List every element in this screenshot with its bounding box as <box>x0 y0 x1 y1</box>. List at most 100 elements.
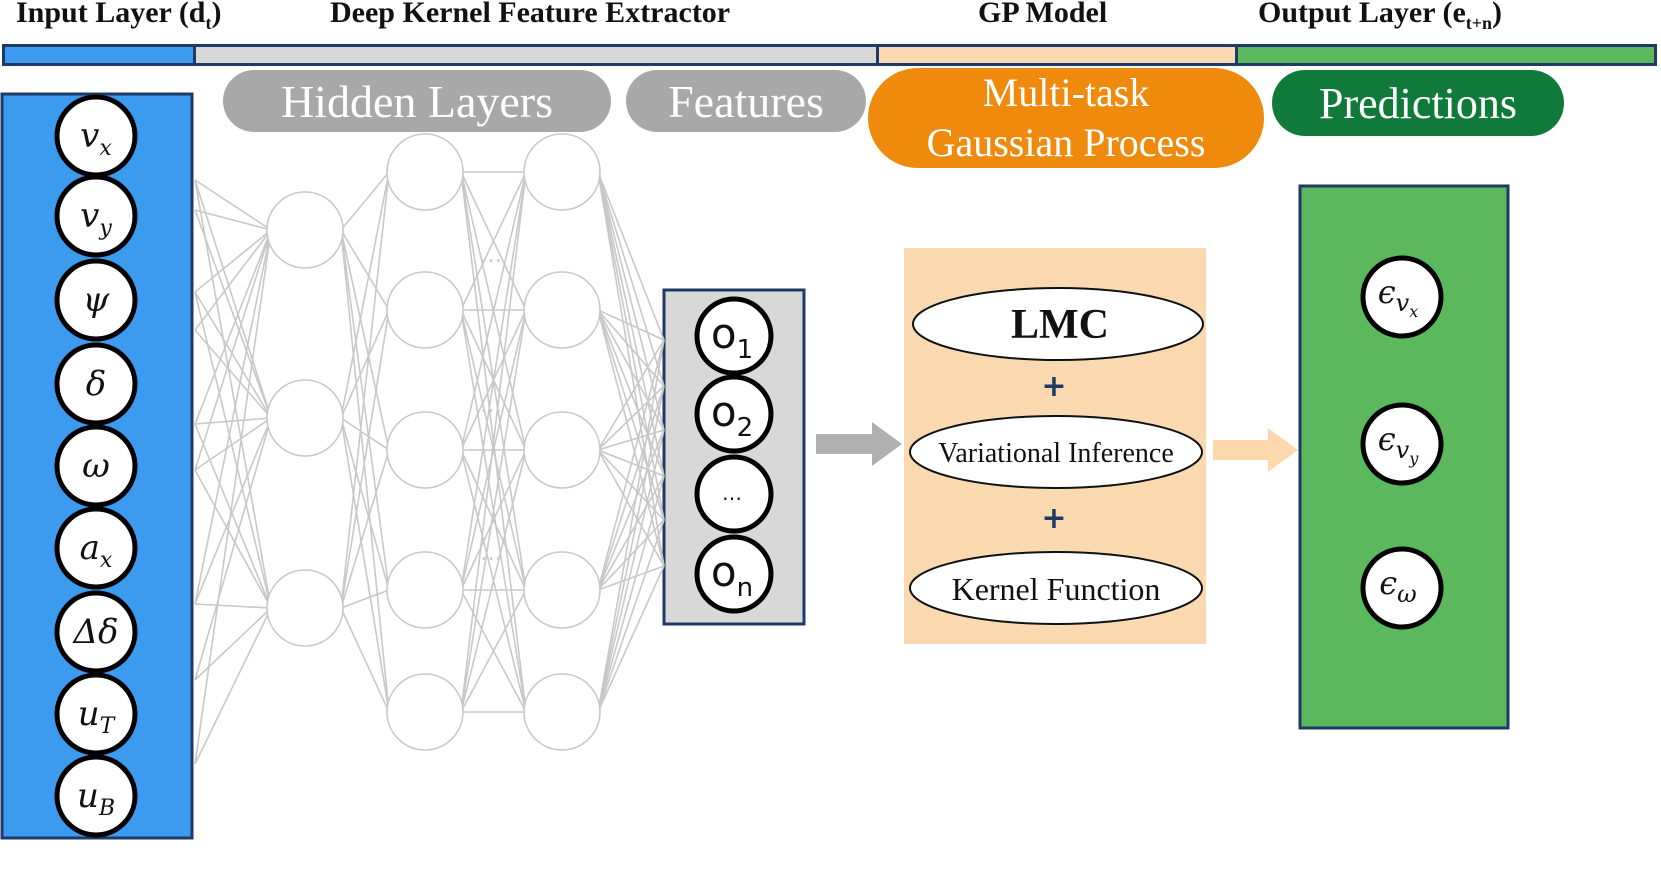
edge-input-hidden1 <box>194 229 272 471</box>
edge-hidden1-hidden2 <box>340 171 390 231</box>
hidden-node <box>386 551 464 629</box>
gp-model-label: GP Model <box>978 0 1108 29</box>
edge-hidden1-hidden2 <box>340 417 390 451</box>
edge-hidden3-features <box>597 171 665 341</box>
output-node-label: ϵω <box>1379 564 1417 608</box>
output-band <box>1235 44 1657 66</box>
edge-hidden3-features <box>597 309 665 431</box>
output-nodes: ϵvx ϵvy ϵω <box>1360 255 1444 630</box>
edge-input-hidden1 <box>194 179 272 231</box>
edge-hidden3-features <box>597 519 665 713</box>
edge-hidden2-hidden3 <box>460 171 527 713</box>
lmc-ellipse <box>912 287 1204 361</box>
input-node-label: ω <box>82 446 110 486</box>
edge-hidden1-hidden2 <box>340 171 390 609</box>
input-node-label: vx <box>80 116 112 161</box>
output-node <box>1360 402 1444 486</box>
edge-input-hidden1 <box>194 209 272 231</box>
edge-hidden1-hidden2 <box>340 607 390 713</box>
hidden-ellipsis: … <box>480 243 502 268</box>
variational-ellipse <box>909 415 1203 489</box>
edge-hidden3-features <box>597 385 665 591</box>
edge-hidden3-features <box>597 565 665 713</box>
edge-hidden3-features <box>597 475 665 713</box>
edge-hidden3-features <box>597 385 665 713</box>
feature-node <box>694 534 774 614</box>
edge-hidden3-features <box>597 309 665 477</box>
feature-node-label: o1 <box>711 309 753 365</box>
gp-pill-line2: Gaussian Process <box>926 120 1206 165</box>
edge-hidden3-features <box>597 171 665 387</box>
extractor-label: Deep Kernel Feature Extractor <box>330 0 731 29</box>
edge-hidden3-features <box>597 339 665 591</box>
input-node-label: ax <box>80 528 113 573</box>
hidden-node <box>523 133 601 211</box>
input-node-label: vy <box>80 196 112 241</box>
feature-node-label: … <box>722 481 742 505</box>
edge-hidden3-features <box>597 429 665 591</box>
edge-input-hidden1 <box>194 423 272 609</box>
edge-hidden3-features <box>597 171 665 521</box>
hidden-node <box>386 411 464 489</box>
input-node <box>54 672 138 756</box>
kernel-ellipse <box>909 551 1203 625</box>
input-node <box>54 424 138 508</box>
edge-hidden3-features <box>597 339 665 713</box>
feature-node <box>694 374 774 454</box>
input-node-label: ψ <box>83 280 110 320</box>
edge-input-hidden1 <box>194 229 272 425</box>
edge-hidden2-hidden3 <box>460 449 527 713</box>
input-node <box>54 342 138 426</box>
hidden-node <box>266 379 344 457</box>
feature-node <box>694 296 774 376</box>
output-layer-label: Output Layer (et+n) <box>1258 0 1503 33</box>
edge-input-hidden1 <box>194 417 272 605</box>
edge-hidden1-hidden2 <box>340 309 390 609</box>
edge-hidden1-hidden2 <box>340 229 390 713</box>
edge-input-hidden1 <box>194 603 272 609</box>
edge-hidden3-features <box>597 429 665 713</box>
edge-input-hidden1 <box>194 329 272 419</box>
hidden-ellipsis: … <box>480 541 502 566</box>
edge-hidden2-hidden3 <box>460 171 527 451</box>
edge-input-hidden1 <box>194 417 272 681</box>
output-node <box>1360 255 1444 339</box>
input-node <box>54 258 138 342</box>
edge-hidden1-hidden2 <box>340 417 390 713</box>
output-node-label: ϵvx <box>1378 273 1419 321</box>
edge-hidden3-features <box>597 449 665 521</box>
kernel-text: Kernel Function <box>952 571 1161 607</box>
gp-pill-line1: Multi-task <box>982 70 1150 115</box>
output-node <box>1360 546 1444 630</box>
hidden-node <box>523 551 601 629</box>
edge-hidden2-hidden3 <box>460 171 527 591</box>
hidden-node <box>266 191 344 269</box>
edge-input-hidden1 <box>194 229 272 293</box>
arrow-to-output <box>1213 428 1298 472</box>
edge-hidden1-hidden2 <box>340 229 390 311</box>
edge-hidden3-features <box>597 385 665 451</box>
plus-icon-2: + <box>1041 501 1066 536</box>
hidden-node <box>523 271 601 349</box>
edge-input-hidden1 <box>194 229 272 765</box>
edge-hidden2-hidden3 <box>460 589 527 713</box>
plus-icon-1: + <box>1041 369 1066 404</box>
edge-hidden3-features <box>597 309 665 521</box>
hidden-node <box>523 673 601 751</box>
gp-pill: Multi-task Gaussian Process <box>868 68 1264 168</box>
features-pill: Features <box>626 70 866 132</box>
edge-hidden3-features <box>597 309 665 567</box>
output-node-label: ϵvy <box>1378 420 1419 468</box>
edge-input-hidden1 <box>194 607 272 765</box>
edge-hidden3-features <box>597 565 665 591</box>
edge-hidden3-features <box>597 171 665 477</box>
edge-hidden3-features <box>597 309 665 341</box>
predictions-pill: Predictions <box>1272 70 1564 136</box>
edge-hidden1-hidden2 <box>340 449 390 609</box>
edge-input-hidden1 <box>194 179 272 609</box>
input-node <box>54 754 138 838</box>
hidden-node <box>386 271 464 349</box>
hidden-nodes: ……… <box>266 133 601 751</box>
edge-input-hidden1 <box>194 417 272 471</box>
